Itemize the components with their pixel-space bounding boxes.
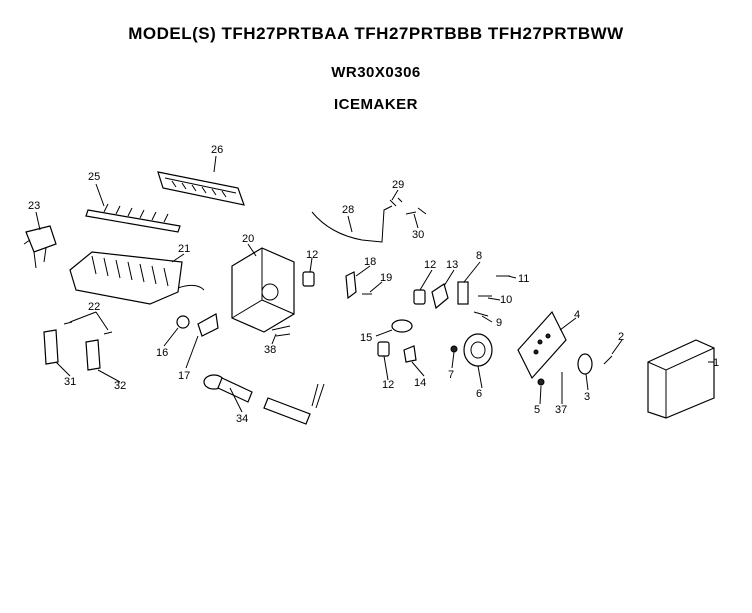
part-3-drawing (577, 353, 593, 375)
part-14-drawing (403, 345, 417, 363)
part-6-drawing (463, 333, 493, 367)
callout-34: 34 (236, 413, 248, 425)
callout-7: 7 (448, 369, 454, 381)
callout-16: 16 (156, 347, 168, 359)
part-38-drawing (271, 325, 291, 337)
callout-19: 19 (380, 272, 392, 284)
callout-37: 37 (555, 404, 567, 416)
part-8-drawing (457, 281, 469, 305)
callout-13: 13 (446, 259, 458, 271)
part-15-drawing (391, 319, 413, 333)
model-title: MODEL(S) TFH27PRTBAA TFH27PRTBBB TFH27PR… (128, 24, 624, 43)
part-5-drawing (537, 378, 545, 386)
callout-11: 11 (518, 273, 529, 285)
callout-31: 31 (64, 376, 76, 388)
callout-14: 14 (414, 377, 426, 389)
part-9-drawing (473, 311, 489, 317)
callout-32: 32 (114, 380, 126, 392)
part-21-drawing (69, 251, 205, 305)
callout-6: 6 (476, 388, 482, 400)
callout-28: 28 (342, 204, 354, 216)
part-32-drawing (85, 339, 101, 371)
callout-8: 8 (476, 250, 482, 262)
part-12c-drawing (377, 341, 390, 357)
part-26-drawing (157, 171, 245, 206)
part-29-drawing (389, 197, 403, 207)
callout-2: 2 (618, 331, 624, 343)
callout-4: 4 (574, 309, 580, 321)
part-16-drawing (176, 315, 190, 329)
part-1-drawing (647, 339, 715, 419)
part-12a-drawing (302, 271, 315, 287)
callout-12a: 12 (306, 249, 318, 261)
part-4-drawing (517, 310, 567, 380)
part-34-drawing (203, 374, 325, 425)
part-22-drawing (63, 321, 113, 335)
assembly-name: ICEMAKER (333, 96, 418, 113)
callout-22: 22 (88, 301, 100, 313)
callout-3: 3 (584, 391, 590, 403)
callout-20: 20 (242, 233, 254, 245)
part-18-drawing (345, 271, 357, 300)
part-23-drawing (23, 225, 57, 269)
part-12b-drawing (413, 289, 426, 305)
callout-18: 18 (364, 256, 376, 268)
part-30-drawing (405, 207, 427, 215)
callout-21: 21 (178, 243, 190, 255)
callout-9: 9 (496, 317, 502, 329)
callout-17: 17 (178, 370, 190, 382)
callout-10: 10 (500, 294, 512, 306)
callout-23: 23 (28, 200, 40, 212)
callout-5: 5 (534, 404, 540, 416)
part-7-drawing (450, 345, 458, 353)
part-13-drawing (431, 283, 449, 310)
callout-1: 1 (713, 357, 719, 369)
part-28-drawing (311, 205, 393, 243)
callout-12c: 12 (382, 379, 394, 391)
callout-25: 25 (88, 171, 100, 183)
part-31-drawing (43, 329, 59, 365)
part-2-drawing (603, 355, 613, 365)
part-number: WR30X0306 (331, 64, 421, 81)
part-25-drawing (85, 203, 181, 233)
callout-12b: 12 (424, 259, 436, 271)
callout-26: 26 (211, 144, 223, 156)
callout-29: 29 (392, 179, 404, 191)
callout-30: 30 (412, 229, 424, 241)
callout-15: 15 (360, 332, 372, 344)
part-20-drawing (231, 247, 295, 333)
callout-38: 38 (264, 344, 276, 356)
part-17-drawing (197, 313, 219, 337)
